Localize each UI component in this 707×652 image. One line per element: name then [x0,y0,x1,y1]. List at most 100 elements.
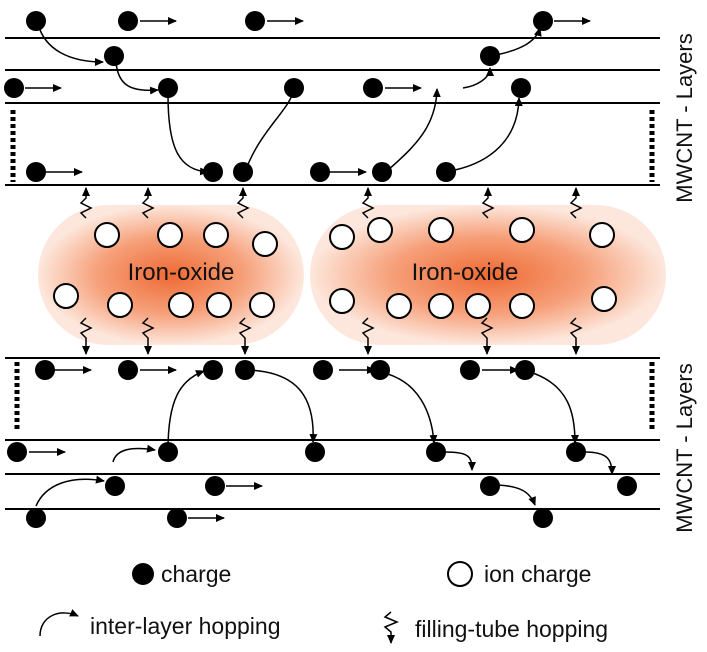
ion-charge [249,292,275,318]
filling-tube-hop-icon [481,187,495,219]
inter-layer-hop-arrow [244,88,297,173]
charge-dot [104,46,124,66]
legend-filling-tube-label: filling-tube hopping [415,616,608,642]
charge-dot [26,508,46,528]
filling-tube-hop-icon [79,317,93,355]
layer-ellipsis-markers [10,110,655,432]
inter-layer-hop-arrow [385,88,441,173]
charge-dot [426,442,446,462]
legend-charge-label: charge [161,561,231,587]
inter-layer-hop-arrow [444,451,476,471]
ion-charge-legend-icon [447,561,473,587]
legend-ion-charge-label: ion charge [484,561,591,587]
charge-dot [158,78,178,98]
charge-dot [533,508,553,528]
ion-charge [206,292,232,318]
ion-charge [53,283,79,309]
charge-dot [118,360,138,380]
charge-dot [436,162,456,182]
charge-dot [35,360,55,380]
charge-dot [533,11,553,31]
inter-layer-hop-arrow [379,371,438,444]
ion-charge [428,293,454,319]
iron-oxide-label: Iron-oxide [412,259,519,286]
ion-charge [203,222,229,248]
charge-dot [205,476,225,496]
legend-inter-layer-label: inter-layer hopping [90,613,281,639]
charge-dot [480,46,500,66]
filling-tube-hop-icon [236,187,250,219]
charge-dot [480,476,500,496]
ion-charge [589,222,615,248]
inter-layer-hop-arrow [584,451,616,475]
charge-dot [26,11,46,31]
layer-lines [5,37,660,510]
ion-charge [509,293,535,319]
charge-dot [235,360,255,380]
inter-layer-hop-arrow [495,27,542,56]
filling-tube-hop-icon [361,187,375,219]
charge-dot [310,162,330,182]
filling-tube-hops [79,187,583,355]
filling-tube-hop-icon [238,317,252,355]
charge-dot [203,360,223,380]
charge-dot [203,162,223,182]
filling-tube-hop-icon [569,187,583,219]
legend: charge ion charge inter-layer hopping fi… [39,561,608,644]
charge-dot [305,442,325,462]
charge-dot [363,78,383,98]
inter-layer-hop-arrow [454,97,523,171]
filling-tube-hop-icon [569,317,583,355]
charge-dot [515,360,535,380]
inter-layer-hop-arrow [37,23,104,66]
charges [4,11,637,528]
charge-dot [370,360,390,380]
inter-layer-hop-arrow [35,475,105,507]
ion-charge [329,288,355,314]
filling-tube-hop-icon [141,187,155,219]
charge-dot [566,442,586,462]
charge-dot [7,442,27,462]
ion-charge [252,231,278,257]
charge-dot [118,11,138,31]
ion-charge [465,293,491,319]
charge-legend-icon [132,563,154,585]
ion-charge [591,286,617,312]
inter-layer-hop-arrow [167,370,205,451]
ion-charge [107,292,133,318]
charge-dot [105,476,125,496]
inter-layer-hop-arrow [112,444,156,463]
charge-dot [313,360,333,380]
ion-charge [386,293,412,319]
charge-dot [617,476,637,496]
inter-layer-hops [35,23,616,507]
layer-drift-arrows [25,17,591,522]
charge-dot [460,360,480,380]
charge-dot [233,162,253,182]
charge-dot [167,508,187,528]
inter-layer-hop-arrow [167,94,209,176]
inter-layer-hop-legend-icon [39,609,79,637]
mwcnt-layers-label-bottom: MWCNT - Layers [672,363,697,533]
inter-layer-hop-arrow [462,67,494,89]
iron-oxide-label: Iron-oxide [128,259,235,286]
charge-dot [511,78,531,98]
ion-charge [329,224,355,250]
charge-dot [245,11,265,31]
filling-tube-hop-icon [79,187,93,219]
mwcnt-layers-label-top: MWCNT - Layers [672,33,697,203]
inter-layer-hop-arrow [529,371,579,444]
ion-charge [157,222,183,248]
filling-tube-hop-legend-icon [383,611,399,644]
charge-dot [372,162,392,182]
ion-charge [509,217,535,243]
charge-dot [4,78,24,98]
filling-tube-hop-icon [361,317,375,355]
charge-dot [284,78,304,98]
inter-layer-hop-arrow [247,369,318,443]
ion-charge [94,222,120,248]
filling-tube-hop-icon [480,317,494,355]
charge-dot [26,162,46,182]
filling-tube-hop-icon [141,317,155,355]
